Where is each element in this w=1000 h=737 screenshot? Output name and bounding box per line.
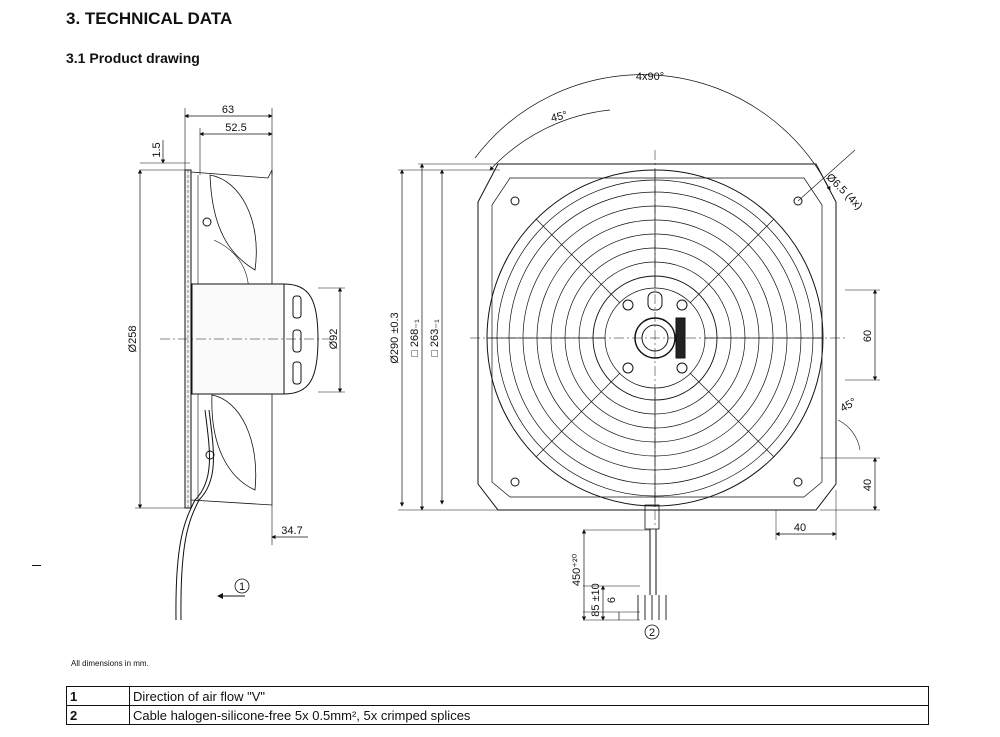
dim-63: 63 (222, 104, 234, 116)
dim-6: 6 (606, 597, 618, 603)
dim-450: 450⁺²⁰ (571, 553, 583, 586)
callout-2: 2 (649, 627, 655, 639)
legend-row: 2 Cable halogen-silicone-free 5x 0.5mm²,… (66, 705, 929, 725)
dim-4x90: 4x90° (636, 71, 664, 83)
margin-mark (32, 565, 41, 566)
legend-table: 1 Direction of air flow "V" 2 Cable halo… (66, 686, 929, 725)
front-view (398, 74, 880, 640)
legend-row: 1 Direction of air flow "V" (66, 686, 929, 706)
legend-number: 2 (66, 705, 130, 725)
dim-290: Ø290 ±0.3 (389, 312, 401, 363)
dim-34-7: 34.7 (281, 525, 302, 537)
dim-258: Ø258 (127, 326, 139, 353)
dim-45-side: 45° (838, 396, 858, 415)
product-drawing: 63 52.5 1.5 Ø258 Ø92 34.7 1 (127, 71, 880, 640)
dim-85: 85 ±10 (590, 583, 602, 617)
dim-60: 60 (862, 330, 874, 342)
dim-45-top: 45° (550, 109, 569, 125)
legend-number: 1 (66, 686, 130, 706)
section-title: 3. TECHNICAL DATA (66, 9, 233, 28)
dimension-note: All dimensions in mm. (71, 659, 149, 668)
dim-52-5: 52.5 (225, 122, 246, 134)
dim-1-5: 1.5 (151, 142, 163, 157)
dim-40-horizontal: 40 (794, 522, 806, 534)
legend-text: Direction of air flow "V" (129, 686, 929, 706)
legend-text: Cable halogen-silicone-free 5x 0.5mm², 5… (129, 705, 929, 725)
dim-263: □ 263₋₁ (429, 319, 441, 357)
dim-40-vertical: 40 (862, 479, 874, 491)
subsection-title: 3.1 Product drawing (66, 50, 200, 66)
dim-92: Ø92 (328, 329, 340, 350)
side-view (135, 108, 345, 621)
dim-268: □ 268₋₁ (409, 319, 421, 357)
dim-6-5: Ø6.5 (4x) (824, 171, 865, 212)
callout-1: 1 (239, 581, 245, 593)
